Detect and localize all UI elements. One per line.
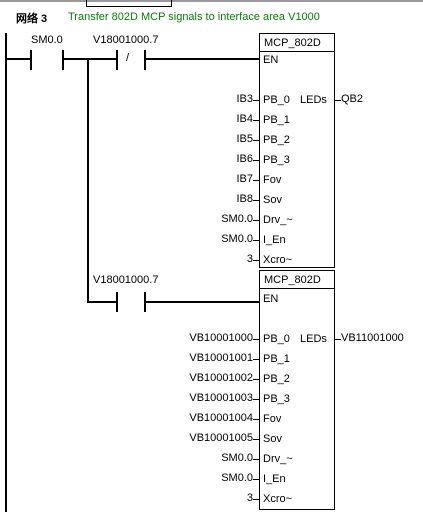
contact-v1800-left[interactable]	[116, 50, 118, 70]
branch-wire	[87, 58, 89, 303]
box-title: MCP_802D	[264, 37, 321, 49]
box-title-divider	[260, 51, 334, 52]
input-vb10001003[interactable]: VB10001003	[189, 392, 253, 404]
input-ib5[interactable]: IB5	[236, 133, 253, 145]
contact-sm00-left[interactable]	[30, 50, 32, 70]
input-sm00-ien[interactable]: SM0.0	[221, 472, 253, 484]
pin-tick	[253, 160, 259, 161]
header-tab-frame	[86, 0, 172, 7]
pin-leds: LEDs	[300, 94, 327, 106]
contact-sm00-label[interactable]: SM0.0	[31, 34, 63, 46]
pin-drv: Drv_~	[263, 214, 293, 226]
pin-tick	[253, 399, 259, 400]
output-vb11001000[interactable]: VB11001000	[341, 332, 404, 344]
pin-tick	[335, 100, 341, 101]
pin-ien: I_En	[263, 234, 286, 246]
input-ib7[interactable]: IB7	[236, 173, 253, 185]
contact-negation-marker: /	[126, 52, 130, 64]
pin-xcro: Xcro~	[263, 493, 293, 505]
mcp802d-box-2[interactable]: MCP_802D EN PB_0 LEDs PB_1 PB_2 PB_3 Fov…	[259, 270, 335, 510]
header-rule	[0, 0, 423, 2]
pin-sov: Sov	[263, 194, 282, 206]
pin-tick	[253, 180, 259, 181]
pin-leds: LEDs	[300, 333, 327, 345]
pin-pb1: PB_1	[263, 353, 290, 365]
input-vb10001005[interactable]: VB10001005	[189, 432, 253, 444]
pin-fov: Fov	[263, 413, 282, 425]
pin-tick	[253, 379, 259, 380]
pin-tick	[253, 120, 259, 121]
pin-tick	[253, 359, 259, 360]
pin-drv: Drv_~	[263, 453, 293, 465]
pin-tick	[253, 479, 259, 480]
pin-pb0: PB_0	[263, 94, 290, 106]
rung-wire	[5, 58, 31, 60]
pin-pb0: PB_0	[263, 333, 290, 345]
pin-xcro: Xcro~	[263, 254, 293, 266]
pin-tick	[253, 499, 259, 500]
rung-wire	[145, 301, 260, 303]
contact-v1800-b-left[interactable]	[116, 292, 118, 312]
en-pin: EN	[263, 293, 279, 305]
input-sm00-ien[interactable]: SM0.0	[221, 233, 253, 245]
pin-tick	[253, 140, 259, 141]
en-pin: EN	[263, 54, 279, 66]
contact-sm00-right[interactable]	[62, 50, 64, 70]
pin-fov: Fov	[263, 174, 282, 186]
input-ib8[interactable]: IB8	[236, 193, 253, 205]
pin-tick	[253, 220, 259, 221]
mcp802d-box-1[interactable]: MCP_802D EN PB_0 LEDs PB_1 PB_2 PB_3 Fov…	[259, 33, 335, 268]
pin-tick	[335, 339, 341, 340]
pin-tick	[253, 339, 259, 340]
input-ib4[interactable]: IB4	[236, 113, 253, 125]
pin-pb2: PB_2	[263, 373, 290, 385]
contact-v1800-b-label[interactable]: V18001000.7	[93, 274, 159, 286]
pin-tick	[253, 439, 259, 440]
pin-tick	[253, 240, 259, 241]
pin-tick	[253, 200, 259, 201]
pin-tick	[253, 260, 259, 261]
input-vb10001004[interactable]: VB10001004	[189, 412, 253, 424]
pin-tick	[253, 419, 259, 420]
input-vb10001001[interactable]: VB10001001	[189, 352, 253, 364]
box-title-divider	[260, 288, 334, 289]
pin-pb1: PB_1	[263, 114, 290, 126]
input-ib6[interactable]: IB6	[236, 153, 253, 165]
input-vb10001000[interactable]: VB10001000	[189, 332, 253, 344]
input-vb10001002[interactable]: VB10001002	[189, 372, 253, 384]
pin-pb3: PB_3	[263, 154, 290, 166]
output-qb2[interactable]: QB2	[341, 93, 364, 105]
pin-sov: Sov	[263, 433, 282, 445]
rung-wire	[145, 58, 260, 60]
rung-wire	[63, 58, 117, 60]
pin-tick	[253, 459, 259, 460]
input-ib3[interactable]: IB3	[236, 93, 253, 105]
network-comment[interactable]: Transfer 802D MCP signals to interface a…	[68, 11, 320, 23]
network-label[interactable]: 网络 3	[16, 13, 48, 25]
input-3[interactable]: 3	[246, 253, 253, 265]
pin-tick	[253, 100, 259, 101]
contact-v1800-label[interactable]: V18001000.7	[93, 34, 159, 46]
pin-pb2: PB_2	[263, 134, 290, 146]
rung-wire	[87, 301, 117, 303]
contact-v1800-right[interactable]	[144, 50, 146, 70]
input-sm00-drv[interactable]: SM0.0	[221, 452, 253, 464]
pin-ien: I_En	[263, 473, 286, 485]
input-sm00-drv[interactable]: SM0.0	[221, 213, 253, 225]
box-title: MCP_802D	[264, 274, 321, 286]
power-rail	[5, 33, 7, 512]
pin-pb3: PB_3	[263, 393, 290, 405]
input-3[interactable]: 3	[246, 492, 253, 504]
